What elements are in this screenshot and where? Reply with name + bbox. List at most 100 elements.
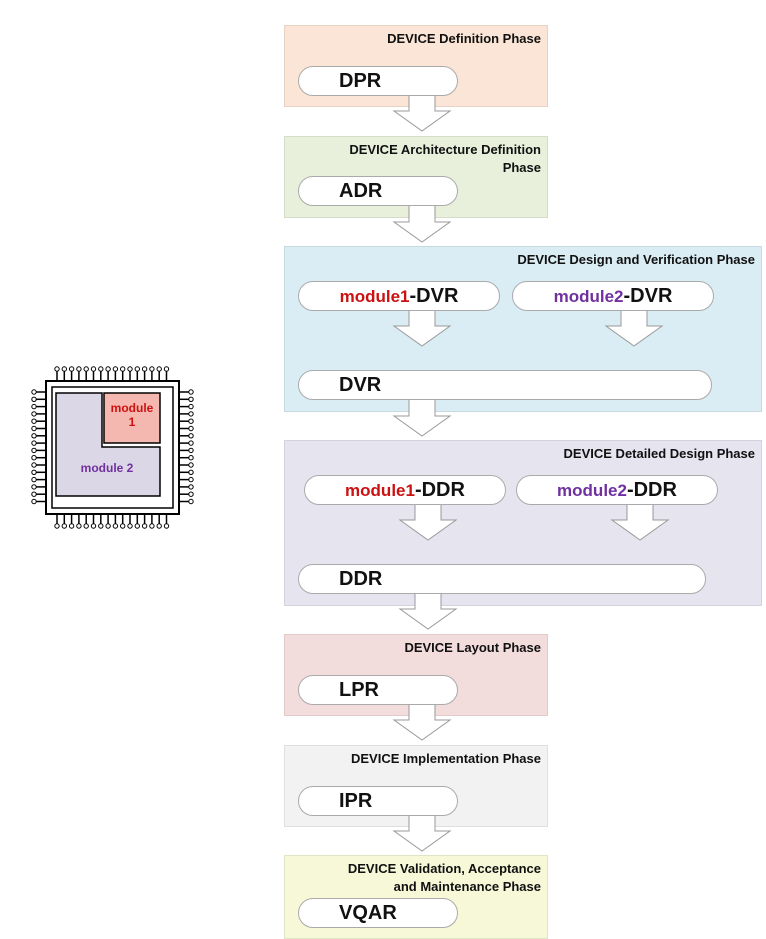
chip-pin-pad xyxy=(112,523,119,529)
arrow-module1-dvr xyxy=(393,307,451,347)
chip-pin-pad xyxy=(188,484,194,490)
phase-validation-title-line2: and Maintenance Phase xyxy=(393,879,541,894)
chip-pin-pad xyxy=(188,418,194,424)
module1-dvr-suffix: -DVR xyxy=(409,285,459,307)
module2-ddr-prefix: module2 xyxy=(557,481,627,500)
review-module2-ddr-label: module2-DDR xyxy=(517,476,717,505)
phase-architecture-title-line1: DEVICE Architecture Definition xyxy=(349,142,541,157)
chip-pin-pad xyxy=(31,418,37,424)
chip-pin-pad xyxy=(105,366,111,372)
chip-module2-region xyxy=(55,392,161,497)
chip-pin-pad xyxy=(134,523,141,529)
chip-pin-pad xyxy=(120,523,126,529)
module2-dvr-suffix: -DVR xyxy=(623,285,673,307)
chip-module1-label: module 1 xyxy=(104,401,160,429)
chip-pin-pad xyxy=(134,366,141,372)
chip-pin-pad xyxy=(31,484,37,490)
arrow-module2-ddr xyxy=(611,501,669,541)
chip-pin-pad xyxy=(188,389,194,395)
review-ipr: IPR xyxy=(298,786,458,816)
review-module1-dvr-label: module1-DVR xyxy=(299,282,499,311)
module1-dvr-prefix: module1 xyxy=(339,287,410,306)
chip-pin-pad xyxy=(127,523,133,529)
arrow-module2-dvr xyxy=(605,307,663,347)
arrow-dvr-ddr xyxy=(393,397,451,437)
review-module2-ddr: module2-DDR xyxy=(516,475,718,505)
phase-detailed-design-title: DEVICE Detailed Design Phase xyxy=(563,446,755,461)
phase-implementation-title: DEVICE Implementation Phase xyxy=(351,751,541,766)
review-dpr-label: DPR xyxy=(339,70,382,92)
chip-pin-pad xyxy=(90,523,97,529)
phase-validation-title-line1: DEVICE Validation, Acceptance xyxy=(347,861,541,876)
chip-pins xyxy=(31,366,194,529)
chip-pin-pad xyxy=(120,366,126,372)
review-ddr: DDR xyxy=(298,564,706,594)
phase-definition-title: DEVICE Definition Phase xyxy=(387,31,541,46)
module2-dvr-prefix: module2 xyxy=(553,287,624,306)
arrow-ipr-vqar xyxy=(393,812,451,852)
arrow-adr-dvr xyxy=(393,203,451,243)
chip-pin-pad xyxy=(98,366,104,372)
chip-pin-pad xyxy=(163,523,170,529)
chip-pin-pad xyxy=(31,476,37,483)
chip-pin-pad xyxy=(31,389,37,395)
chip-module1-label-line1: module xyxy=(110,401,154,415)
review-dpr: DPR xyxy=(298,66,458,96)
phase-layout-title: DEVICE Layout Phase xyxy=(404,640,541,655)
chip-pin-pad xyxy=(188,440,194,446)
chip-pin-pad xyxy=(188,396,194,402)
review-module1-ddr-label: module1-DDR xyxy=(305,476,505,505)
chip-pin-pad xyxy=(90,366,97,372)
chip-pin-pad xyxy=(31,498,37,505)
chip-pin-pad xyxy=(156,366,162,372)
chip-pin-pad xyxy=(188,462,194,468)
phase-architecture-title: DEVICE Architecture Definition Phase xyxy=(349,141,541,177)
chip-module2-label: module 2 xyxy=(80,461,134,475)
chip-pin-pad xyxy=(54,523,60,529)
chip-pin-pad xyxy=(76,366,82,372)
chip-module1-region xyxy=(103,392,161,444)
chip-pin-pad xyxy=(141,366,148,372)
chip-pin-pad xyxy=(112,366,119,372)
review-adr-label: ADR xyxy=(339,180,383,202)
review-ipr-label: IPR xyxy=(339,790,373,812)
chip-pin-pad xyxy=(127,366,133,372)
arrow-ddr-lpr xyxy=(399,590,457,630)
chip-pin-pad xyxy=(83,523,89,529)
review-module1-ddr: module1-DDR xyxy=(304,475,506,505)
arrow-dpr-adr xyxy=(393,92,451,132)
chip-pin-pad xyxy=(31,469,37,476)
chip-pin-pad xyxy=(31,403,37,410)
chip-outline xyxy=(31,366,194,529)
chip-pin-pad xyxy=(188,469,194,476)
chip-pin-pad xyxy=(83,366,89,372)
chip-pin-pad xyxy=(98,523,104,529)
chip-pin-pad xyxy=(188,476,194,483)
arrow-lpr-ipr xyxy=(393,701,451,741)
phase-design-verification-title: DEVICE Design and Verification Phase xyxy=(517,252,755,267)
chip-pin-pad xyxy=(149,523,155,529)
review-lpr-label: LPR xyxy=(339,679,379,701)
chip-pin-pad xyxy=(188,455,194,461)
chip-pin-pad xyxy=(188,403,194,410)
chip-pin-pad xyxy=(68,366,75,372)
review-vqar-label: VQAR xyxy=(339,902,397,924)
chip-pin-pad xyxy=(149,366,155,372)
chip-pin-pad xyxy=(31,411,37,417)
module1-ddr-suffix: -DDR xyxy=(414,479,465,501)
chip-illustration: module 1 module 2 xyxy=(30,365,195,530)
chip-pin-pad xyxy=(61,523,67,529)
review-dvr: DVR xyxy=(298,370,712,400)
chip-pin-pad xyxy=(68,523,75,529)
review-vqar: VQAR xyxy=(298,898,458,928)
chip-pin-pad xyxy=(31,447,37,454)
chip-pin-pad xyxy=(156,523,162,529)
chip-pin-pad xyxy=(31,440,37,446)
phase-validation-title: DEVICE Validation, Acceptance and Mainte… xyxy=(348,860,541,896)
chip-pin-pad xyxy=(31,455,37,461)
phase-architecture-title-line2: Phase xyxy=(502,160,541,175)
chip-pin-pad xyxy=(188,425,194,432)
chip-pin-pad xyxy=(163,366,170,372)
module1-ddr-prefix: module1 xyxy=(345,481,415,500)
chip-pin-pad xyxy=(188,498,194,505)
